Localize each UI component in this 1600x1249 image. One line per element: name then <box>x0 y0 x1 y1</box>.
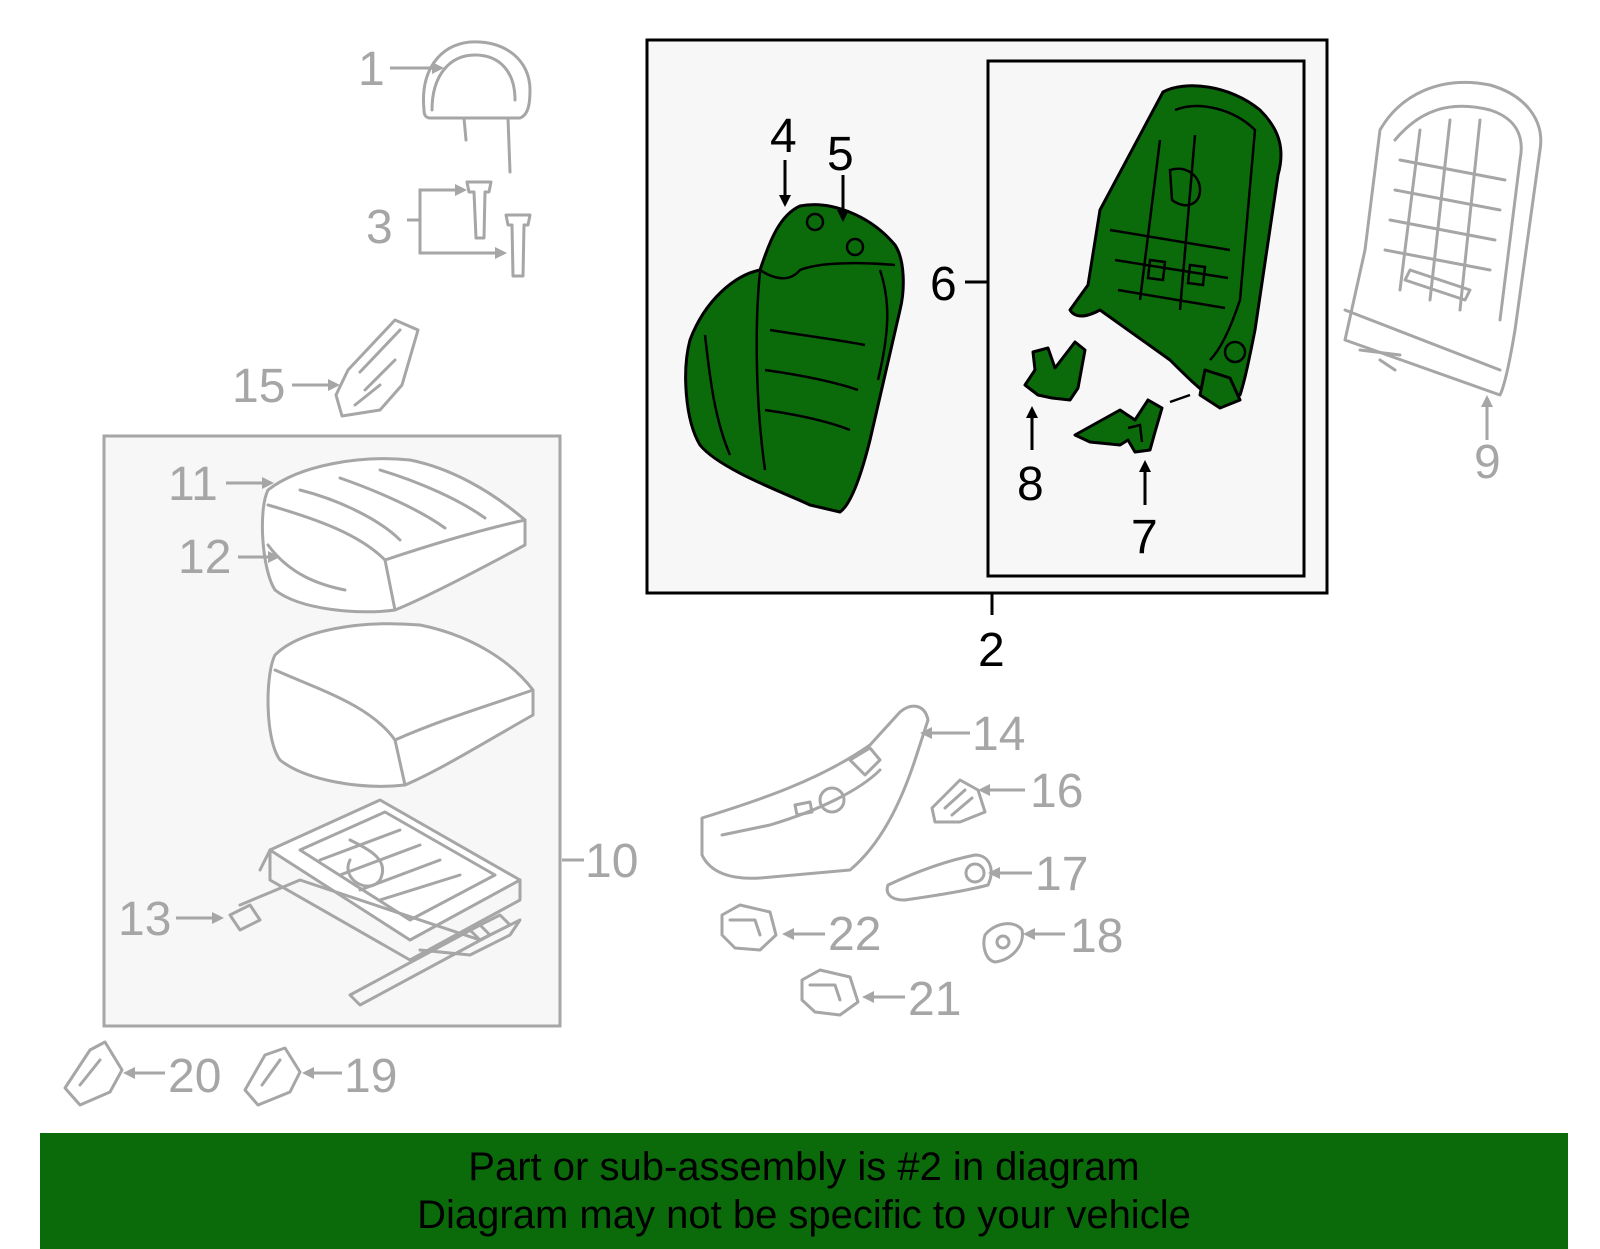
part-22-cover[interactable] <box>720 903 778 952</box>
part-21-cover[interactable] <box>800 968 860 1017</box>
callout-4: 4 <box>770 110 797 163</box>
callout-17: 17 <box>1035 848 1088 901</box>
callout-18: 18 <box>1070 910 1123 963</box>
leader-lines <box>123 62 1493 1079</box>
callout-7: 7 <box>1131 511 1158 564</box>
part-8-bracket[interactable] <box>1023 340 1087 402</box>
callout-21: 21 <box>908 973 961 1026</box>
part-13-seat-track[interactable] <box>228 798 522 1007</box>
cushion-pad[interactable] <box>266 622 535 788</box>
part-15-side-trim[interactable] <box>334 318 420 418</box>
callout-14: 14 <box>972 708 1025 761</box>
callout-9: 9 <box>1474 436 1501 489</box>
callout-16: 16 <box>1030 765 1083 818</box>
callout-5: 5 <box>827 128 854 181</box>
part-19-cover[interactable] <box>243 1046 302 1107</box>
callout-15: 15 <box>232 360 285 413</box>
callout-1: 1 <box>358 43 385 96</box>
callout-20: 20 <box>168 1050 221 1103</box>
callout-8: 8 <box>1017 458 1044 511</box>
callout-2: 2 <box>978 624 1005 677</box>
callout-12: 12 <box>178 531 231 584</box>
part-18-cap[interactable] <box>982 922 1024 964</box>
banner-line-1: Part or sub-assembly is #2 in diagram <box>468 1145 1140 1189</box>
part-4-backrest-cover[interactable] <box>684 203 905 514</box>
part-17-handle[interactable] <box>885 853 993 902</box>
callout-19: 19 <box>344 1050 397 1103</box>
part-1-headrest[interactable] <box>421 40 532 174</box>
part-6-backrest-frame[interactable] <box>1068 84 1283 410</box>
part-11-cushion-cover[interactable] <box>260 457 527 614</box>
info-banner: Part or sub-assembly is #2 in diagram Di… <box>40 1133 1568 1249</box>
part-14-side-shield[interactable] <box>700 704 930 880</box>
callout-6: 6 <box>930 258 957 311</box>
callout-22: 22 <box>828 908 881 961</box>
callout-11: 11 <box>168 458 218 511</box>
part-3-headrest-guides[interactable] <box>465 180 532 278</box>
part-9-back-panel[interactable] <box>1343 80 1543 397</box>
part-16-knob[interactable] <box>930 778 987 824</box>
part-20-cover[interactable] <box>63 1040 124 1107</box>
banner-line-2: Diagram may not be specific to your vehi… <box>417 1193 1191 1237</box>
callout-10: 10 <box>585 835 638 888</box>
part-7-bracket[interactable] <box>1073 398 1164 454</box>
callout-13: 13 <box>118 893 171 946</box>
callout-3: 3 <box>366 201 393 254</box>
